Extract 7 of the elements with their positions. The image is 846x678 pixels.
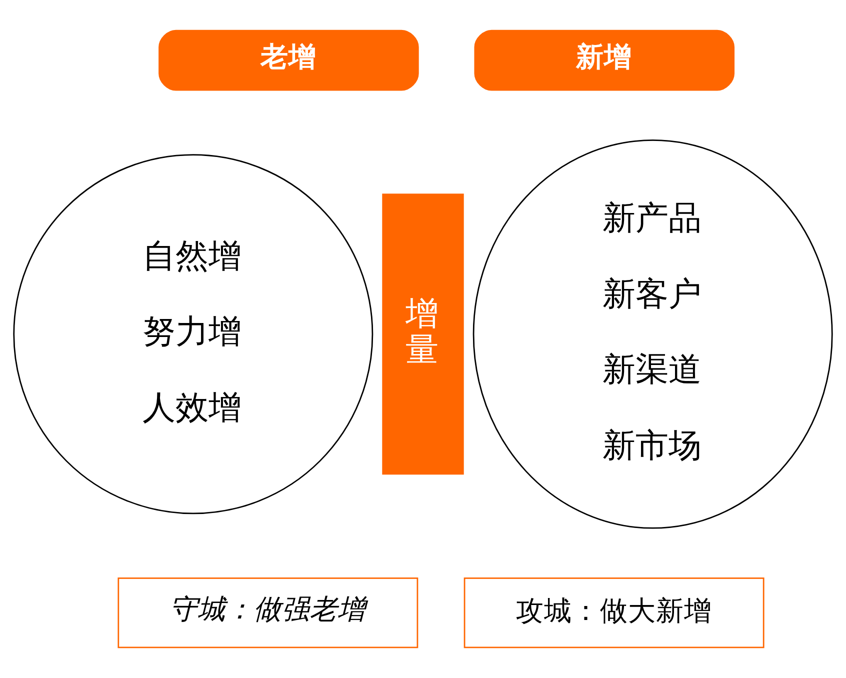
node-box: 守城：做强老增 [118,578,418,648]
node-box: 老增 [158,30,419,91]
node-box: 增量 [382,194,464,475]
node-circle: 自然增 努力增 人效增 [13,154,374,514]
node-box: 新增 [474,30,735,91]
node-box: 攻城：做大新增 [464,578,764,648]
node-circle: 新产品 新客户 新渠道 新市场 [472,140,833,529]
